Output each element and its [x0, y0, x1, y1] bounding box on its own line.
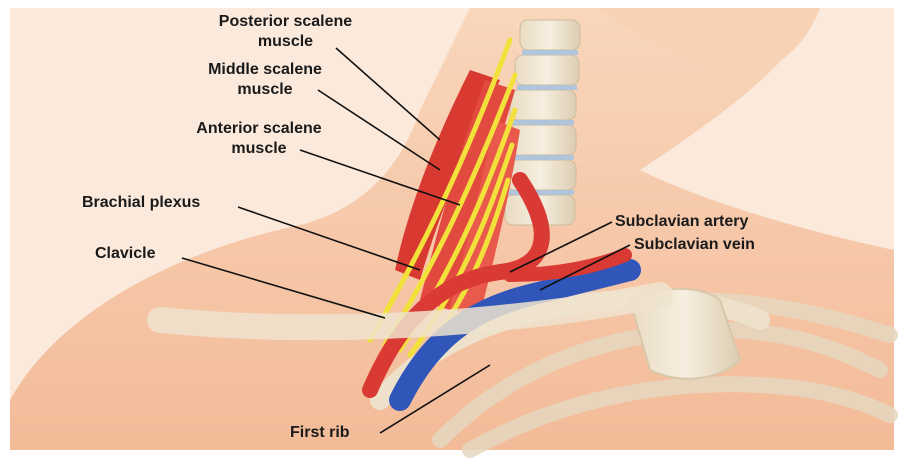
label-middle-scalene-line1: Middle scalene: [208, 61, 322, 78]
label-anterior-scalene-line2: muscle: [231, 140, 287, 157]
label-clavicle: Clavicle: [95, 245, 156, 262]
label-brachial-plexus: Brachial plexus: [82, 194, 201, 211]
label-middle-scalene-line2: muscle: [237, 81, 293, 98]
label-posterior-scalene-line2: muscle: [257, 33, 314, 50]
label-anterior-scalene-line1: Anterior scalene: [196, 120, 322, 137]
clavicle-bone: [147, 282, 673, 341]
label-posterior-scalene-line1: Posterior scalene: [218, 13, 353, 30]
label-first-rib: First rib: [290, 424, 350, 441]
label-middle-scalene: Middle scalene muscle: [185, 60, 345, 100]
head-outline: [600, 8, 820, 73]
label-posterior-scalene: Posterior scalene muscle: [203, 12, 368, 52]
subclavian-vein-shape: [389, 259, 641, 411]
leader-lines: [181, 47, 631, 434]
label-subclavian-vein: Subclavian vein: [634, 236, 755, 253]
label-anterior-scalene: Anterior scalene muscle: [170, 119, 348, 159]
label-subclavian-artery: Subclavian artery: [615, 213, 749, 230]
artery-branch: [503, 248, 632, 282]
cervical-vertebrae: [504, 19, 581, 226]
